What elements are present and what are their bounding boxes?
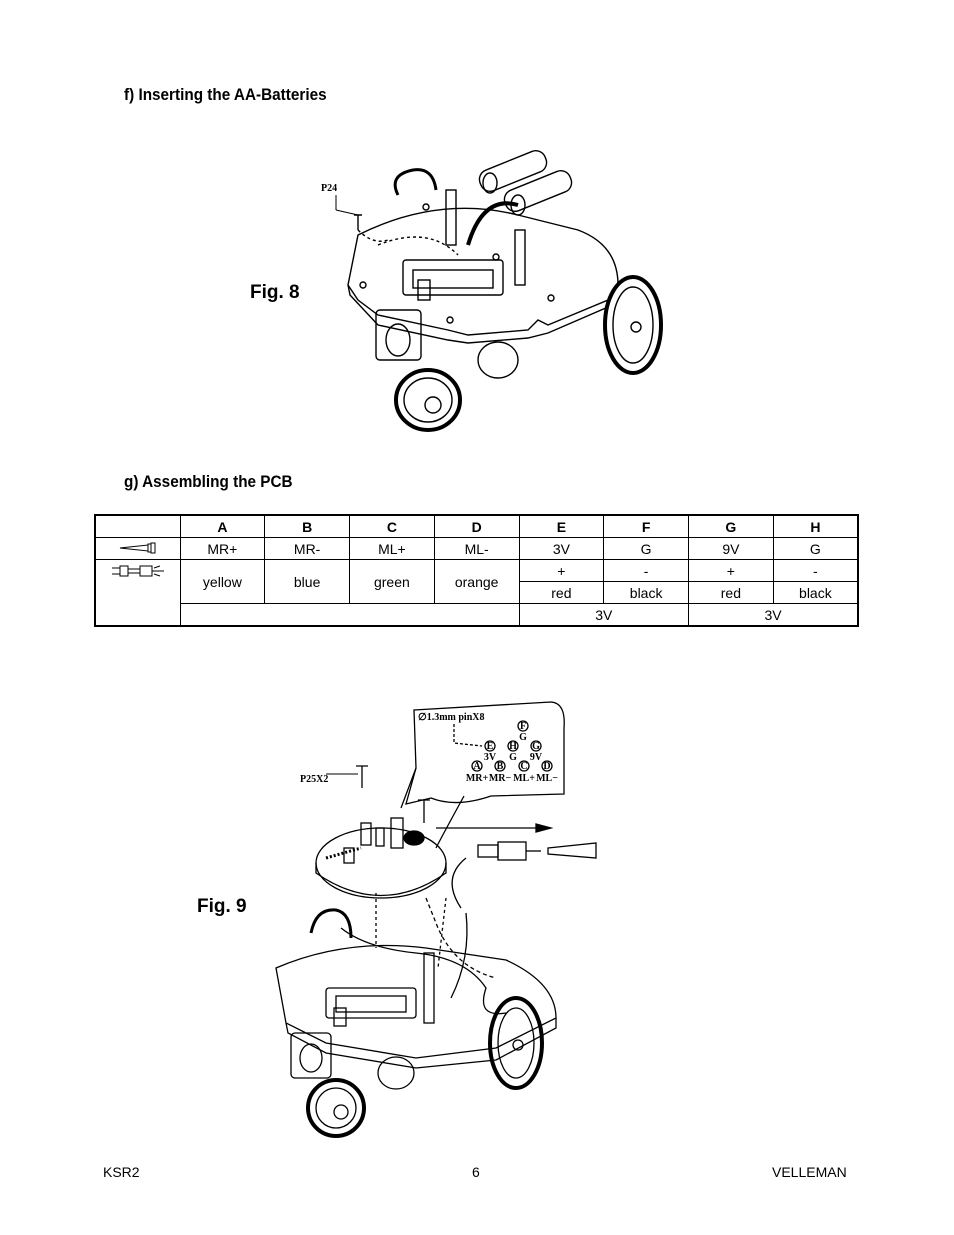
column-header: C	[349, 514, 435, 538]
column-header: G	[688, 514, 774, 538]
table-cell: black	[603, 581, 689, 604]
table-cell: ML-	[433, 537, 520, 560]
table-cell: +	[518, 559, 605, 582]
fig-9-pcb-assembly-drawing: ∅1.3mm pinX8 P25X2 F G E 3V H G G 9V A M…	[266, 698, 611, 1143]
pin-icon	[119, 542, 156, 553]
table-cell: blue	[264, 559, 350, 604]
connector-icon-cell	[94, 559, 181, 627]
table-cell: green	[349, 559, 435, 604]
p25-callout: P25X2	[300, 774, 328, 785]
table-empty-cell	[180, 603, 520, 626]
pin-sub-a: MR+	[466, 773, 489, 784]
table-cell: black	[772, 581, 859, 604]
table-header-row: A B C D E F G H	[94, 514, 859, 538]
section-f-heading: f) Inserting the AA-Batteries	[124, 85, 327, 104]
pin-label-h: H	[509, 741, 517, 752]
table-cell: -	[772, 559, 859, 582]
fig-9-label: Fig. 9	[197, 896, 247, 917]
column-header: A	[179, 514, 266, 538]
fig-8-robot-drawing: P24	[318, 135, 668, 435]
table-cell: +	[688, 559, 774, 582]
column-header: E	[518, 514, 605, 538]
pin-label-g: G	[532, 741, 540, 752]
pin-sub-g: 9V	[530, 752, 543, 763]
pin-label-e: E	[487, 741, 494, 752]
footer-brand: VELLEMAN	[772, 1164, 847, 1180]
pin-sub-c: ML+	[513, 773, 535, 784]
table-cell: MR-	[264, 537, 350, 560]
section-g-heading: g) Assembling the PCB	[124, 472, 293, 491]
table-cell: ML+	[349, 537, 435, 560]
table-cell: yellow	[179, 559, 266, 604]
table-cell: G	[603, 537, 689, 560]
column-header: F	[603, 514, 689, 538]
table-row-polarity: yellow blue green orange + - + -	[94, 559, 859, 627]
pcb-wiring-table: A B C D E F G H MR+ MR- ML+ ML- 3V G 9V …	[94, 514, 859, 627]
pin-icon-cell	[94, 537, 181, 560]
p24-callout: P24	[321, 183, 337, 194]
column-header: H	[772, 514, 859, 538]
pin-sub-d: ML−	[536, 773, 558, 784]
pin-label-b: B	[497, 761, 504, 772]
pin-sub-h: G	[509, 752, 517, 763]
pin-sub-b: MR−	[489, 773, 512, 784]
pin-label-d: D	[543, 761, 550, 772]
table-cell: red	[518, 581, 605, 604]
footer-page-number: 6	[472, 1164, 480, 1180]
table-cell: -	[603, 559, 689, 582]
pin-label-c: C	[520, 761, 527, 772]
column-header: B	[264, 514, 350, 538]
table-cell: 3V	[518, 537, 605, 560]
table-cell: 3V	[688, 603, 859, 627]
pin-label-a: A	[473, 761, 481, 772]
pin-sub-f: G	[519, 732, 527, 743]
table-cell: orange	[433, 559, 520, 604]
table-corner-cell	[94, 514, 181, 538]
table-cell: G	[772, 537, 859, 560]
pin-size-callout: ∅1.3mm pinX8	[418, 712, 485, 723]
table-row-voltage: 3V 3V	[95, 603, 859, 627]
pin-sub-e: 3V	[484, 752, 497, 763]
footer-model: KSR2	[103, 1164, 140, 1180]
table-cell: 9V	[688, 537, 774, 560]
wire-connector-icon	[111, 565, 164, 577]
table-cell: 3V	[518, 603, 689, 627]
table-row-wire-colors: red black red black	[95, 581, 859, 604]
fig-8-label: Fig. 8	[250, 282, 300, 303]
table-cell: red	[688, 581, 774, 604]
table-row-pins: MR+ MR- ML+ ML- 3V G 9V G	[94, 537, 859, 560]
pin-label-f: F	[520, 721, 526, 732]
column-header: D	[433, 514, 520, 538]
table-cell: MR+	[179, 537, 266, 560]
